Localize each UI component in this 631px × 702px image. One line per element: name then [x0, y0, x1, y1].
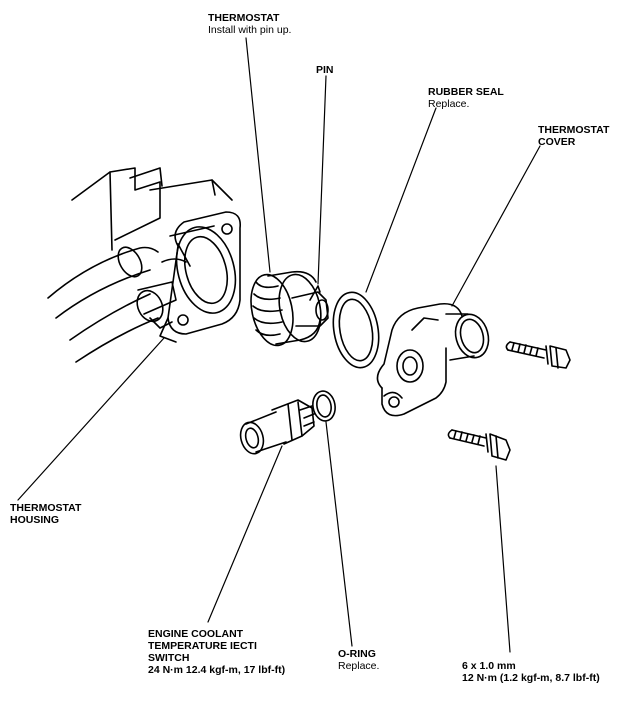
- bolt-upper: [505, 341, 571, 369]
- ect-switch-label: ENGINE COOLANT TEMPERATURE IECTI SWITCH …: [148, 628, 285, 676]
- o-ring-note: Replace.: [338, 660, 380, 672]
- thermostat-housing: [159, 211, 242, 343]
- o-ring-label: O-RING Replace.: [338, 648, 379, 672]
- bolt-size: 6 x 1.0 mm: [462, 660, 516, 672]
- thermostat-housing-label: THERMOSTAT HOUSING: [10, 502, 81, 526]
- thermostat-note: Install with pin up.: [208, 24, 292, 36]
- thermostat-cover-part: [376, 302, 490, 417]
- pin-title: PIN: [316, 64, 334, 76]
- rubber-seal-title: RUBBER SEAL: [428, 86, 504, 98]
- thermostat-label: THERMOSTAT Install with pin up.: [208, 12, 291, 36]
- ect-switch-line3: SWITCH: [148, 652, 190, 664]
- rubber-seal-label: RUBBER SEAL Replace.: [428, 86, 504, 110]
- leader-thermostat: [245, 37, 271, 273]
- thermostat-title: THERMOSTAT: [208, 12, 280, 24]
- leader-thermostat-housing: [17, 337, 165, 501]
- o-ring-title: O-RING: [338, 648, 376, 660]
- ect-switch-torque: 24 N·m 12.4 kgf-m, 17 lbf-ft): [148, 664, 286, 676]
- ect-switch-line1: ENGINE COOLANT: [148, 628, 244, 640]
- leader-ect-switch: [207, 445, 283, 623]
- leader-rubber-seal: [365, 107, 437, 293]
- leader-bolt: [495, 465, 511, 653]
- thermostat-housing-line1: THERMOSTAT: [10, 502, 82, 514]
- leader-thermostat-cover: [451, 145, 541, 307]
- thermostat-housing-line2: HOUSING: [10, 514, 60, 526]
- leader-pin: [317, 75, 327, 285]
- ect-switch-part: [239, 399, 315, 455]
- o-ring-part: [312, 390, 336, 422]
- ect-switch-line2: TEMPERATURE IECTI: [148, 640, 257, 652]
- pin-label: PIN: [316, 64, 334, 76]
- engine-hoses: [47, 167, 233, 363]
- rubber-seal-part: [332, 291, 380, 369]
- leader-o-ring: [325, 421, 353, 647]
- thermostat-cover-line1: THERMOSTAT: [538, 124, 610, 136]
- bolt-lower: [447, 429, 511, 461]
- bolt-label: 6 x 1.0 mm 12 N·m (1.2 kgf-m, 8.7 lbf-ft…: [462, 660, 600, 684]
- bolt-torque: 12 N·m (1.2 kgf-m, 8.7 lbf-ft): [462, 672, 600, 684]
- thermostat-cover-label: THERMOSTAT COVER: [538, 124, 609, 148]
- thermostat-part: [250, 270, 329, 347]
- rubber-seal-note: Replace.: [428, 98, 470, 110]
- leader-lines: [17, 37, 541, 653]
- thermostat-cover-line2: COVER: [538, 136, 576, 148]
